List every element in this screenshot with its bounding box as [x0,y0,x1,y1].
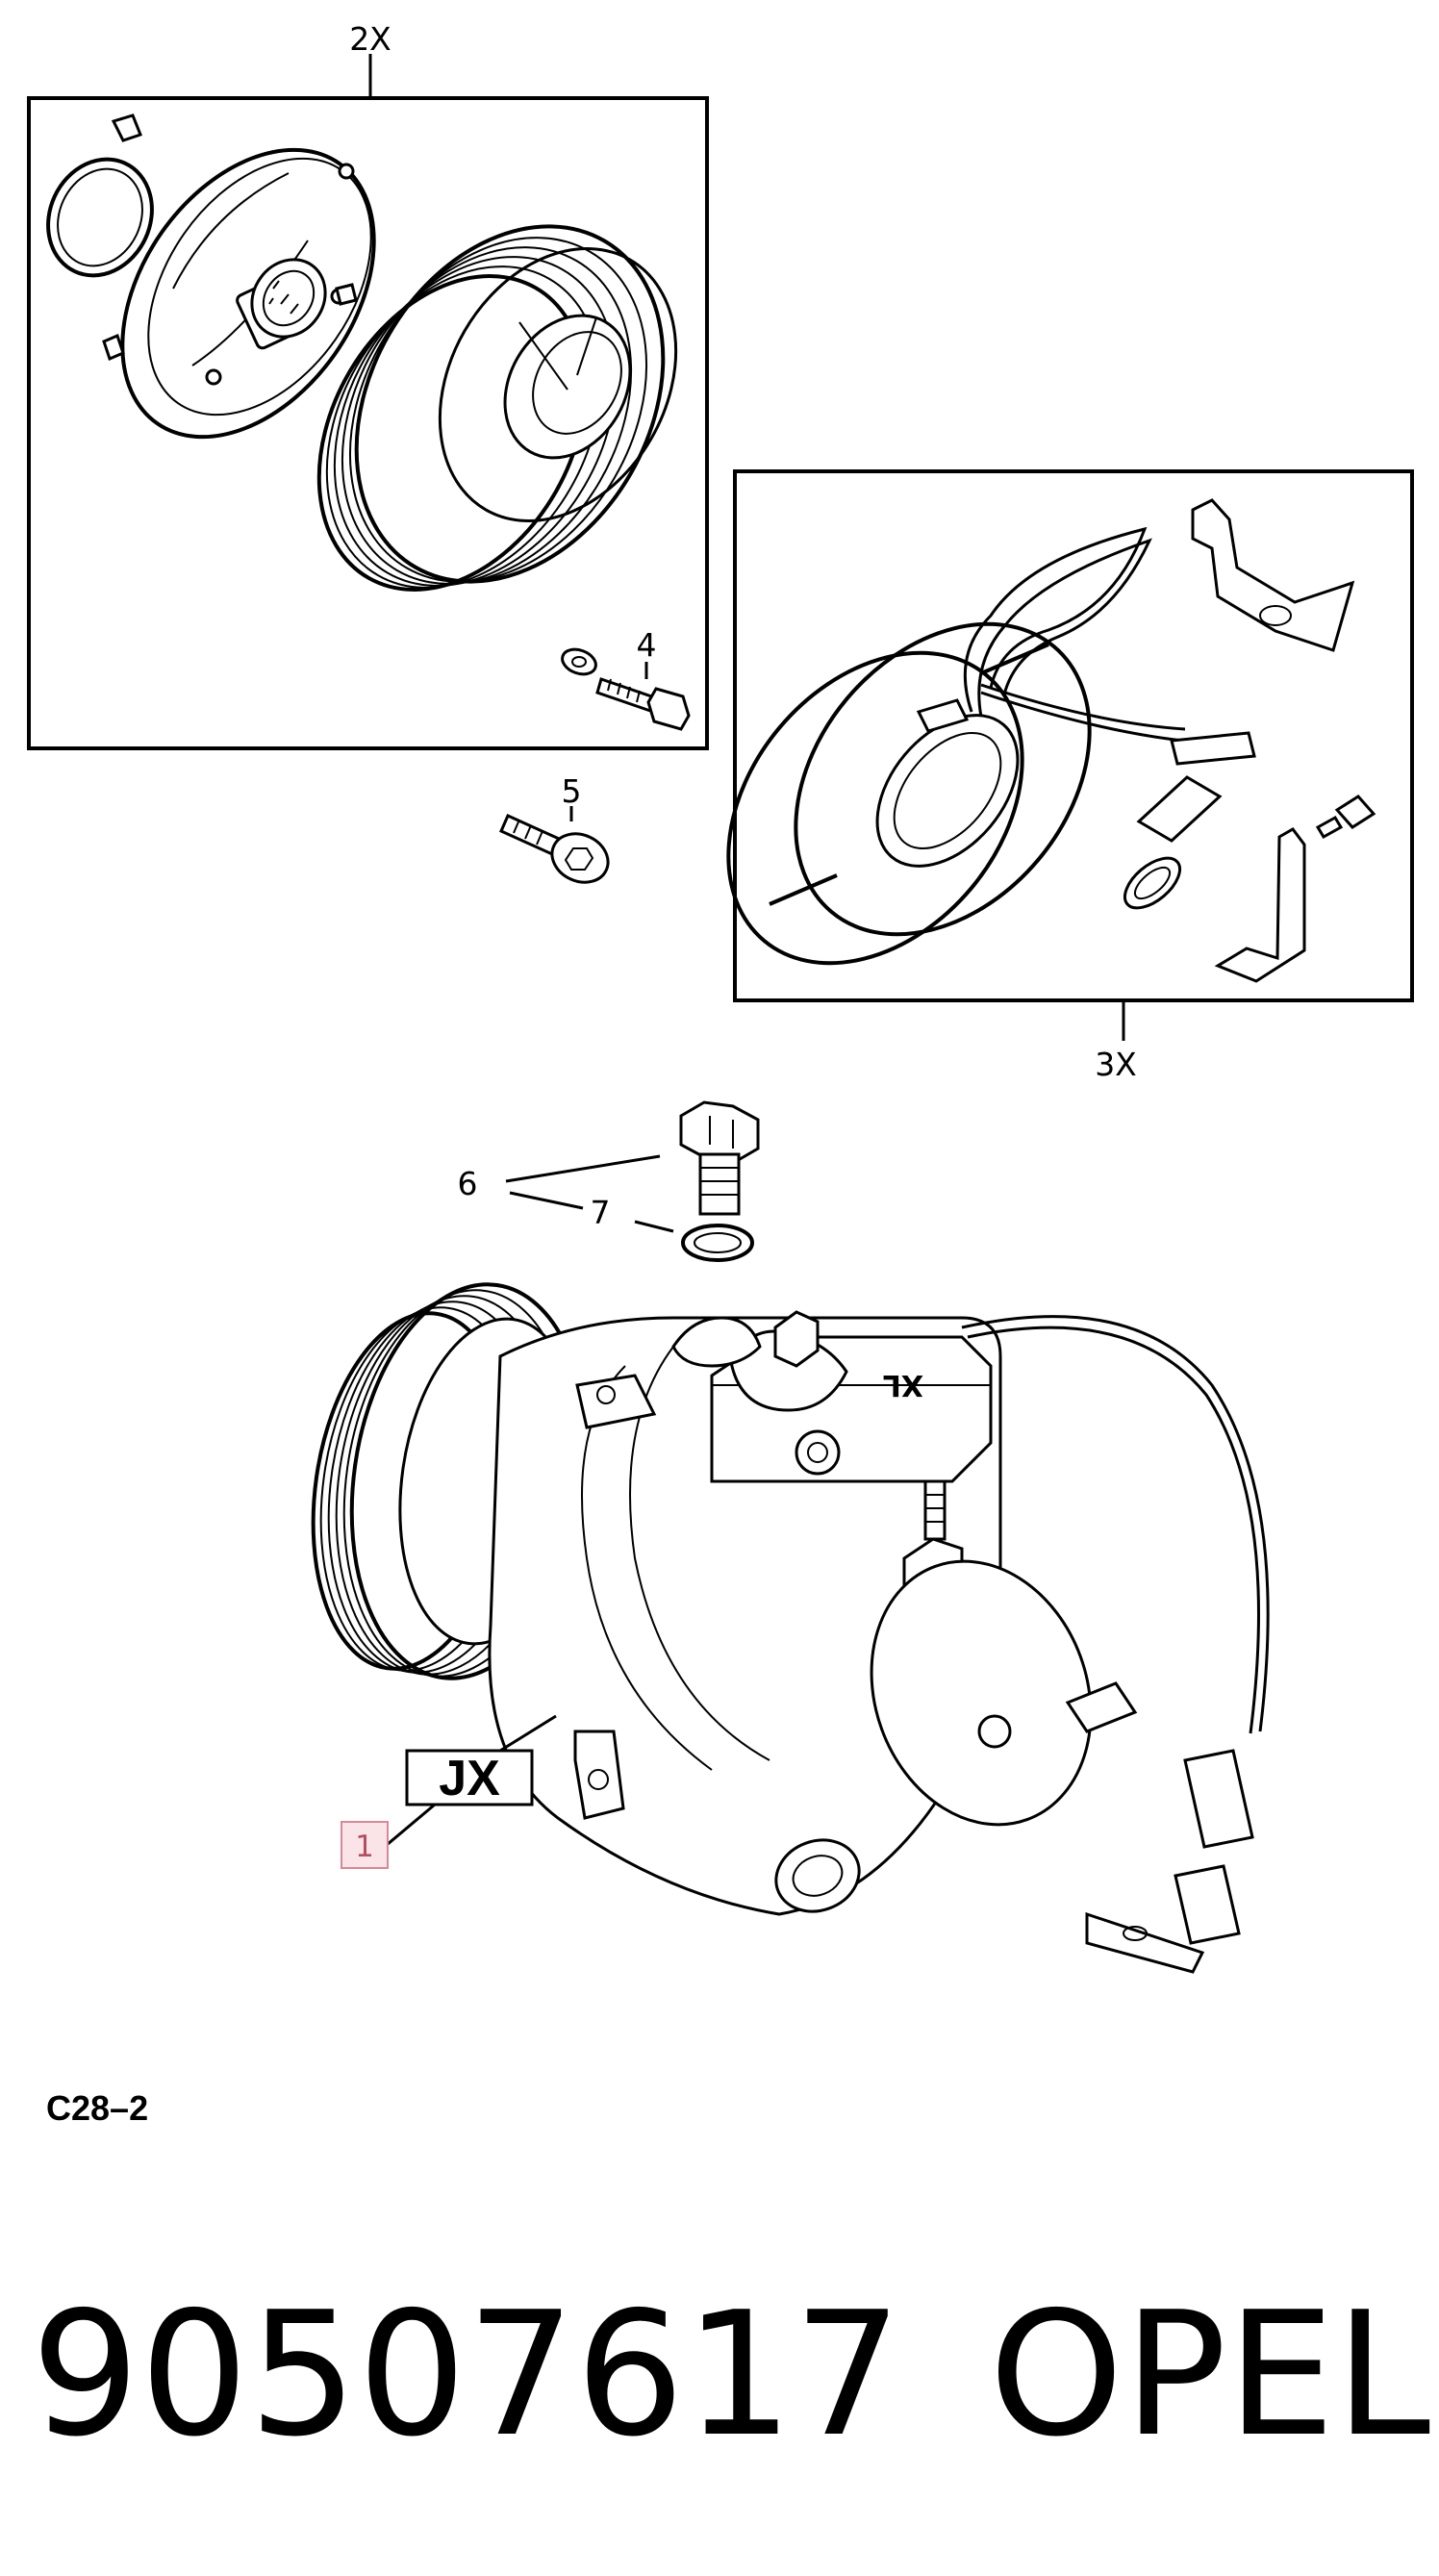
clutch-group-frame [27,96,709,750]
section-code: C28–2 [46,2088,148,2128]
clutch-group-qty-label: 2X [349,20,391,58]
plug-bolt-label: 6 [458,1165,478,1202]
bolt-small-label: 4 [637,626,657,664]
seal-ring-label: 7 [591,1194,611,1231]
pulley-icon [316,224,678,592]
plug-bolt-icon [679,1100,760,1216]
cap-screw-icon [499,806,610,884]
field-coil-icon [726,621,1092,966]
coil-wire-connector-icon [963,526,1256,910]
snap-ring-icon [46,114,154,278]
embossed-mark: XL [883,1368,923,1402]
compressor-item-box [341,1821,389,1869]
compressor-item-label: 1 [355,1830,374,1864]
clutch-assembly-group: 2X [27,20,709,750]
seal-ring-icon [681,1224,754,1262]
upper-bracket-icon [1191,498,1355,652]
small-screw-icon [1315,795,1376,840]
lower-bracket-icon [1214,827,1306,983]
armature-plate-icon [102,147,376,440]
bolt-small-icon [561,647,691,731]
coil-assembly-group: 3X [726,469,1414,1083]
compressor-icon: XL [311,1282,1270,1974]
coil-group-qty-label: 3X [1095,1046,1137,1083]
brand-name: OPEL [989,2275,1430,2474]
compressor-code-box [405,1749,534,1806]
coil-group-frame [733,469,1414,1002]
compressor-code-label: JX [439,1751,500,1806]
part-number: 90507617 [31,2275,902,2474]
cap-screw-label: 5 [562,772,582,810]
